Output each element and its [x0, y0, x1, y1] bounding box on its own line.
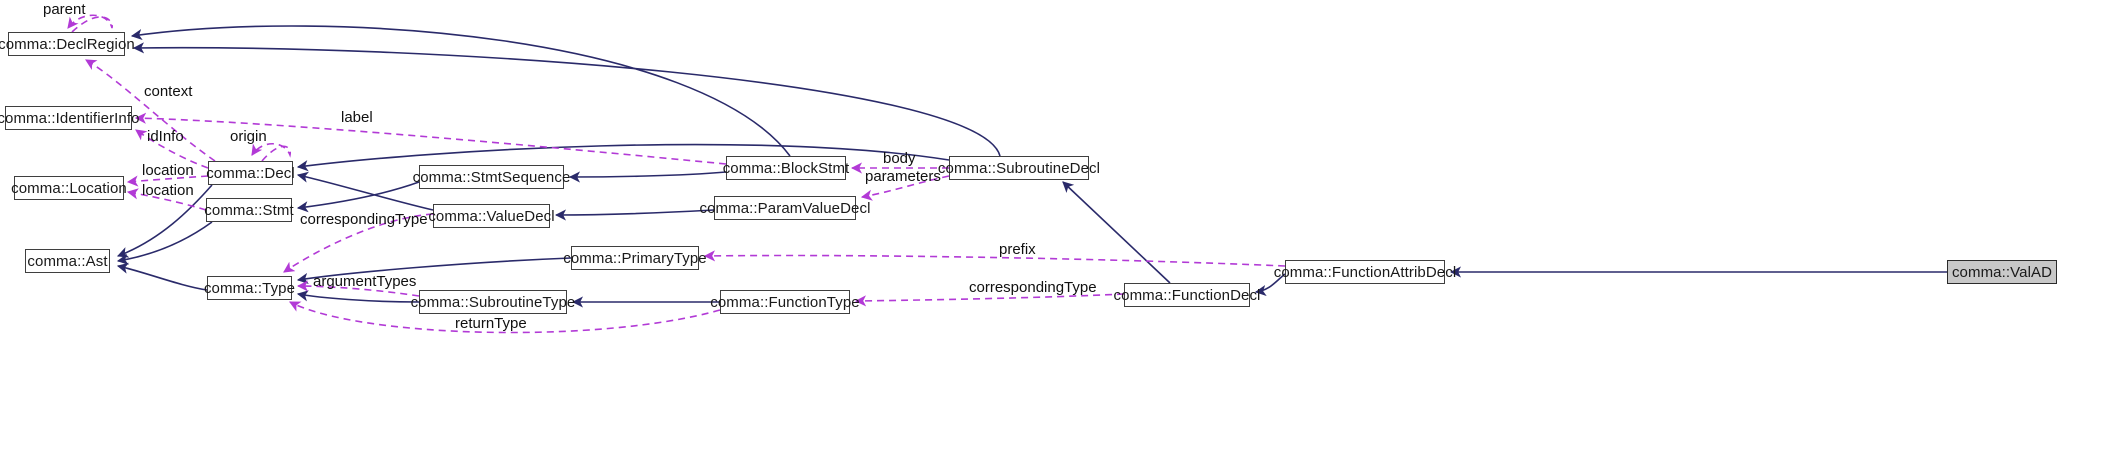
edge-paramvaluedecl-to-valuedecl — [554, 209, 715, 221]
edge-label-context: context — [144, 83, 193, 100]
node-comma-primarytype[interactable]: comma::PrimaryType — [563, 246, 707, 270]
node-comma-decl[interactable]: comma::Decl — [206, 161, 295, 185]
node-comma-functionattribdecl[interactable]: comma::FunctionAttribDecl — [1274, 260, 1456, 284]
edge-stmtsequence-to-stmt — [296, 181, 420, 213]
edge-stmt-to-ast — [116, 221, 213, 265]
node-comma-subroutinetype[interactable]: comma::SubroutineType — [411, 290, 575, 314]
edge-label-parent: parent — [43, 1, 86, 18]
edge-label-correspondingtype-1: correspondingType — [300, 211, 428, 228]
node-comma-paramvaluedecl[interactable]: comma::ParamValueDecl — [699, 196, 870, 220]
node-comma-stmt[interactable]: comma::Stmt — [204, 198, 294, 222]
node-comma-functiontype[interactable]: comma::FunctionType — [710, 290, 860, 314]
edge-functionattribdecl-to-primarytype-prefix — [703, 250, 1286, 267]
edge-label-argumenttypes: argumentTypes — [313, 273, 417, 290]
edge-label-idinfo: idInfo — [147, 128, 184, 145]
edge-blockstmt-to-stmtsequence — [568, 171, 727, 183]
edge-functiondecl-to-subroutinedecl — [1062, 181, 1171, 284]
edge-type-to-ast — [116, 262, 208, 291]
node-comma-identifierinfo[interactable]: comma::IdentifierInfo — [0, 106, 139, 130]
node-comma-valad[interactable]: comma::ValAD — [1947, 260, 2057, 284]
edge-label-returntype: returnType — [455, 315, 527, 332]
node-comma-valuedecl[interactable]: comma::ValueDecl — [428, 204, 555, 228]
node-comma-declregion[interactable]: comma::DeclRegion — [0, 32, 135, 56]
edge-subroutinedecl-to-decl — [296, 143, 950, 172]
node-comma-ast[interactable]: comma::Ast — [25, 249, 110, 273]
edge-subroutinetype-to-type — [296, 290, 420, 303]
node-comma-functiondecl[interactable]: comma::FunctionDecl — [1114, 283, 1260, 307]
edge-label-location-1: location — [142, 162, 194, 179]
edge-decl-self-origin — [251, 142, 291, 162]
edge-label-parameters: parameters — [865, 168, 941, 185]
edge-label-origin: origin — [230, 128, 267, 145]
node-comma-location[interactable]: comma::Location — [11, 176, 127, 200]
node-comma-stmtsequence[interactable]: comma::StmtSequence — [413, 165, 570, 189]
node-comma-type[interactable]: comma::Type — [204, 276, 295, 300]
edge-label-correspondingtype-2: correspondingType — [969, 279, 1097, 296]
edge-label-prefix: prefix — [999, 241, 1036, 258]
edge-label-label: label — [341, 109, 373, 126]
edge-label-location-2: location — [142, 182, 194, 199]
edge-blockstmt-to-identifierinfo-label — [134, 112, 727, 165]
node-comma-blockstmt[interactable]: comma::BlockStmt — [723, 156, 849, 180]
node-comma-subroutinedecl[interactable]: comma::SubroutineDecl — [938, 156, 1100, 180]
edge-label-body: body — [883, 150, 916, 167]
